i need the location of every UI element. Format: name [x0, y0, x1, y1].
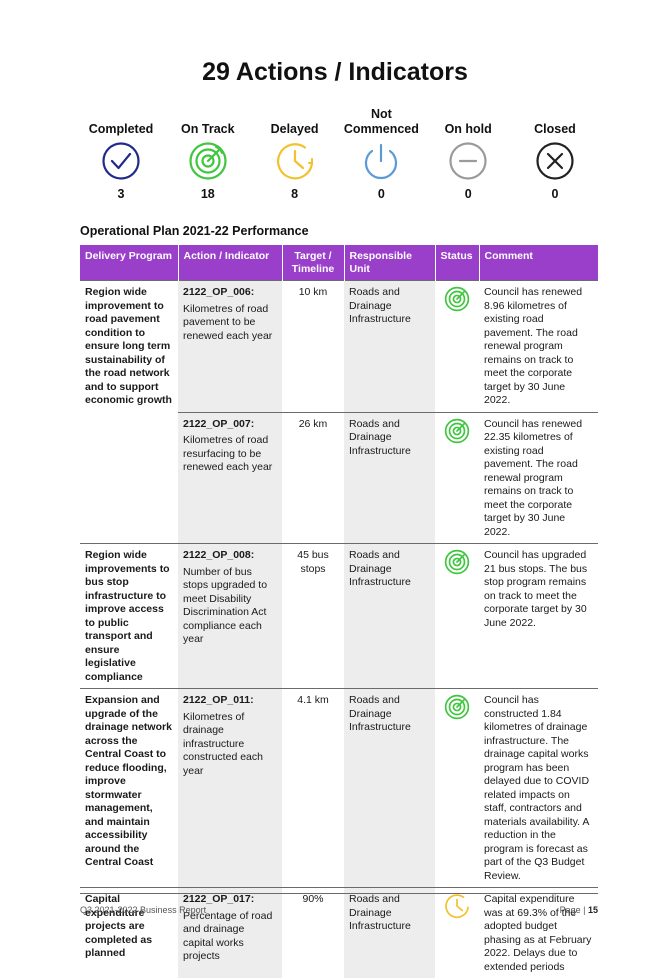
status-cell — [435, 412, 479, 544]
delivery-program-cell: Region wide improvement to road pavement… — [80, 281, 178, 544]
summary-closed: Closed 0 — [512, 103, 598, 201]
target-cell: 90% — [282, 888, 344, 978]
header-action-indicator: Action / Indicator — [178, 245, 282, 281]
action-code: 2122_OP_006: — [183, 286, 277, 300]
comment-cell: Capital expenditure was at 69.3% of the … — [479, 888, 598, 978]
summary-on-track: On Track 18 — [165, 103, 251, 201]
target-cell: 10 km — [282, 281, 344, 413]
footer-page-number: Page | 15 — [560, 905, 598, 915]
target-icon — [188, 141, 228, 181]
summary-on-hold: On hold 0 — [425, 103, 511, 201]
on-track-target-icon — [444, 549, 470, 575]
comment-cell: Council has upgraded 21 bus stops. The b… — [479, 544, 598, 689]
summary-label: Not Commenced — [338, 103, 424, 137]
responsible-cell: Roads and Drainage Infrastructure — [344, 888, 435, 978]
action-cell: 2122_OP_017: Percentage of road and drai… — [178, 888, 282, 978]
power-icon — [361, 141, 401, 181]
action-cell: 2122_OP_008: Number of bus stops upgrade… — [178, 544, 282, 689]
on-track-target-icon — [444, 286, 470, 312]
action-description: Kilometres of drainage infrastructure co… — [183, 711, 263, 777]
summary-count: 0 — [465, 187, 472, 201]
delivery-program-cell: Capital expenditure projects are complet… — [80, 888, 178, 978]
action-cell: 2122_OP_011: Kilometres of drainage infr… — [178, 689, 282, 888]
summary-label: Closed — [534, 103, 576, 137]
summary-label: On Track — [181, 103, 235, 137]
responsible-cell: Roads and Drainage Infrastructure — [344, 281, 435, 413]
performance-table: Delivery Program Action / Indicator Targ… — [80, 245, 599, 978]
on-track-target-icon — [444, 694, 470, 720]
responsible-cell: Roads and Drainage Infrastructure — [344, 544, 435, 689]
responsible-cell: Roads and Drainage Infrastructure — [344, 412, 435, 544]
bottom-rule — [80, 893, 598, 894]
header-responsible-unit: Responsible Unit — [344, 245, 435, 281]
section-title: Operational Plan 2021-22 Performance — [80, 224, 309, 238]
status-cell — [435, 689, 479, 888]
summary-completed: Completed 3 — [78, 103, 164, 201]
summary-delayed: Delayed 8 — [252, 103, 338, 201]
table-header-row: Delivery Program Action / Indicator Targ… — [80, 245, 598, 281]
comment-cell: Council has renewed 8.96 kilometres of e… — [479, 281, 598, 413]
action-description: Percentage of road and drainage capital … — [183, 910, 272, 963]
delayed-clock-icon — [444, 893, 470, 919]
clock-icon — [275, 141, 315, 181]
action-code: 2122_OP_008: — [183, 549, 277, 563]
header-target-timeline: Target / Timeline — [282, 245, 344, 281]
comment-cell: Council has renewed 22.35 kilometres of … — [479, 412, 598, 544]
page-label: Page | — [560, 905, 586, 915]
summary-count: 0 — [378, 187, 385, 201]
header-comment: Comment — [479, 245, 598, 281]
action-cell: 2122_OP_006: Kilometres of road pavement… — [178, 281, 282, 413]
x-circle-icon — [535, 141, 575, 181]
table-row: Region wide improvements to bus stop inf… — [80, 544, 598, 689]
table-row: Capital expenditure projects are complet… — [80, 888, 598, 978]
action-description: Kilometres of road resurfacing to be ren… — [183, 434, 272, 473]
summary-not-commenced: Not Commenced 0 — [338, 103, 424, 201]
action-code: 2122_OP_007: — [183, 418, 277, 432]
summary-count: 0 — [552, 187, 559, 201]
page-title: 29 Actions / Indicators — [0, 58, 670, 87]
summary-label: Completed — [89, 103, 154, 137]
summary-count: 3 — [118, 187, 125, 201]
action-description: Kilometres of road pavement to be renewe… — [183, 303, 272, 342]
action-code: 2122_OP_011: — [183, 694, 277, 708]
action-cell: 2122_OP_007: Kilometres of road resurfac… — [178, 412, 282, 544]
page-number: 15 — [588, 905, 598, 915]
delivery-program-cell: Expansion and upgrade of the drainage ne… — [80, 689, 178, 888]
table-row: Expansion and upgrade of the drainage ne… — [80, 689, 598, 888]
minus-circle-icon — [448, 141, 488, 181]
summary-count: 18 — [201, 187, 215, 201]
status-cell — [435, 281, 479, 413]
header-status: Status — [435, 245, 479, 281]
footer-report-name: Q3 2021-2022 Business Report — [80, 905, 206, 915]
summary-label: Delayed — [271, 103, 319, 137]
table-row: Region wide improvement to road pavement… — [80, 281, 598, 413]
status-summary: Completed 3 On Track 18 Delayed 8 Not Co… — [78, 103, 598, 201]
summary-label: On hold — [445, 103, 492, 137]
check-circle-icon — [101, 141, 141, 181]
summary-count: 8 — [291, 187, 298, 201]
delivery-program-cell: Region wide improvements to bus stop inf… — [80, 544, 178, 689]
target-cell: 45 bus stops — [282, 544, 344, 689]
comment-cell: Council has constructed 1.84 kilometres … — [479, 689, 598, 888]
target-cell: 26 km — [282, 412, 344, 544]
status-cell — [435, 888, 479, 978]
status-cell — [435, 544, 479, 689]
target-cell: 4.1 km — [282, 689, 344, 888]
responsible-cell: Roads and Drainage Infrastructure — [344, 689, 435, 888]
header-delivery-program: Delivery Program — [80, 245, 178, 281]
action-description: Number of bus stops upgraded to meet Dis… — [183, 566, 267, 646]
on-track-target-icon — [444, 418, 470, 444]
